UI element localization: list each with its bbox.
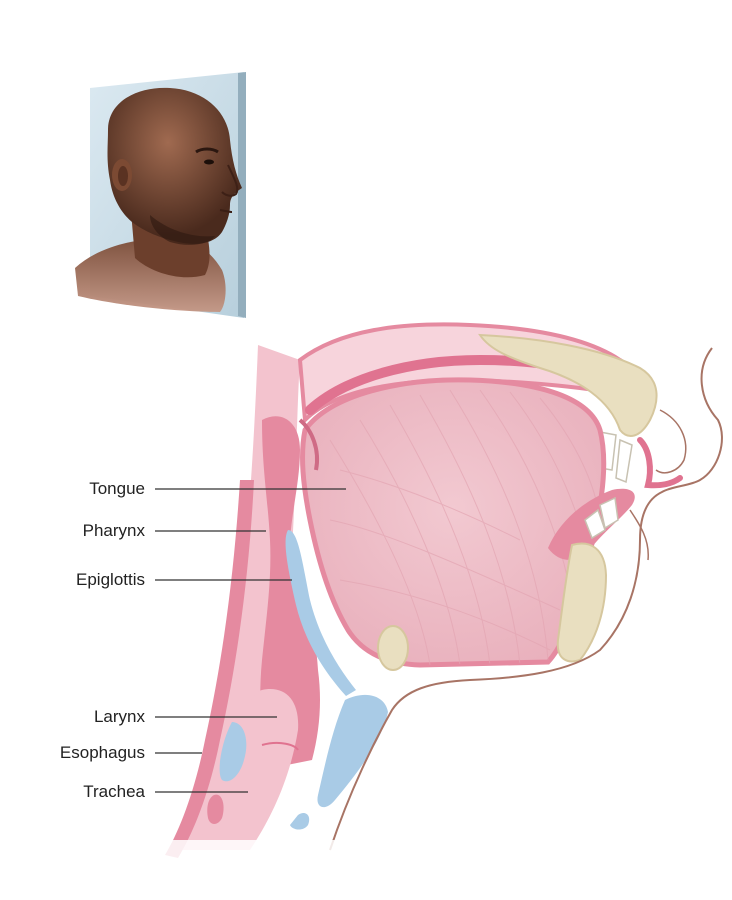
label-esophagus: Esophagus: [59, 743, 145, 762]
leader-lines: [155, 488, 346, 793]
esophagus-rings: [219, 722, 247, 782]
upper-lip: [637, 437, 683, 489]
label-tongue: Tongue: [89, 479, 145, 498]
label-epiglottis: Epiglottis: [76, 570, 145, 589]
pharynx: [260, 416, 320, 770]
label-larynx: Larynx: [93, 707, 145, 726]
inset-photo: [75, 72, 246, 318]
head-profile-photo: [107, 87, 242, 244]
epiglottis: [285, 530, 356, 696]
hyoid-bone: [377, 625, 409, 671]
label-trachea: Trachea: [83, 782, 145, 801]
label-pharynx: Pharynx: [82, 521, 145, 540]
upper-jaw-bone: [478, 333, 658, 437]
lower-jaw-bone: [556, 542, 608, 663]
larynx-cartilage: [317, 694, 388, 808]
skin-outline: [329, 347, 723, 851]
anatomy-illustration: [150, 322, 723, 900]
